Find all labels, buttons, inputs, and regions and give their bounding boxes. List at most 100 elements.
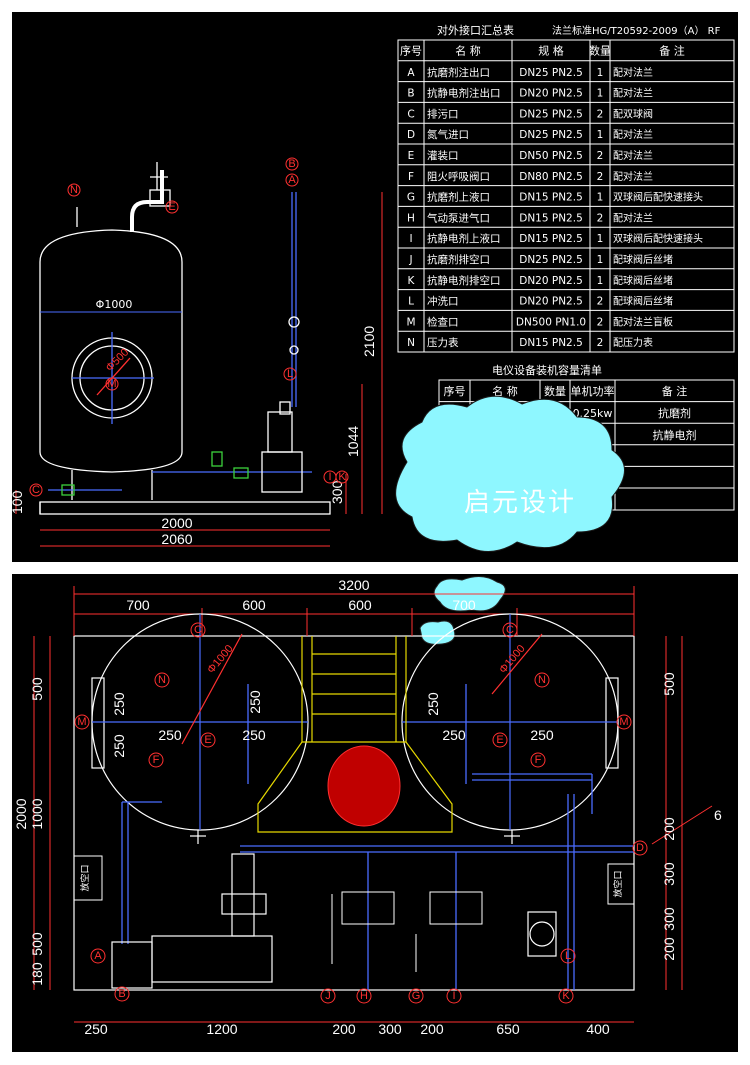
tank-diameter-right: Φ1000 [497,643,528,676]
port-marker [90,948,106,964]
interface-table-cell: 1 [597,129,604,141]
dim-bottom-segment: 200 [420,1021,444,1037]
watermark-text: 启元设计 [463,488,576,518]
dim-right-segment: 200 [661,817,677,841]
port-marker [165,200,179,214]
callout-leader [651,805,713,845]
elevation-drawing-panel: 对外接口汇总表 法兰标准HG/T20592-2009（A） RF 序号名 称规 … [12,12,738,562]
port-marker-label: I [328,471,331,483]
port-marker [558,988,574,1004]
dim-left-segment: 1000 [29,798,45,829]
port-marker-label: A [94,950,102,962]
callout-number: 6 [714,807,722,823]
equipment-table-cell: 抗静电剂 [653,428,697,442]
interface-table-cell: C [407,108,414,120]
dim-left-segment: 500 [29,677,45,701]
interface-table-cell: 排污口 [427,107,459,120]
interface-table-cell: 1 [597,233,604,245]
interface-table-cell: 抗磨剂上液口 [427,191,490,204]
port-marker [502,622,518,638]
port-marker [154,672,170,688]
port-marker [356,988,372,1004]
interface-table-cell: H [407,212,415,224]
port-marker [492,732,508,748]
interface-table-header: 名 称 [455,44,481,58]
port-marker-label: C [506,624,514,636]
interface-table-cell: 配压力表 [613,336,653,349]
interface-table-cell: DN20 PN2.5 [519,275,583,287]
interface-table-cell: E [408,150,415,162]
interface-table: 对外接口汇总表 法兰标准HG/T20592-2009（A） RF 序号名 称规 … [397,23,735,353]
dim-top-segment: 700 [126,597,150,613]
dim-inner: 250 [247,690,263,714]
interface-table-header: 规 格 [538,44,564,58]
interface-table-cell: DN15 PN2.5 [519,337,583,349]
dim-top-segment: 600 [242,597,266,613]
interface-table-header: 序号 [400,44,422,58]
port-marker-label: N [538,674,546,686]
interface-table-cell: A [407,67,415,79]
port-marker [67,183,81,197]
equipment-table-header: 单机功率 [571,384,615,398]
ladder-platform [257,636,453,833]
interface-table-cell: DN15 PN2.5 [519,212,583,224]
pump-motor-assembly [111,853,557,989]
checkered-plate [327,745,401,827]
vent-box-right-text: 放空口 [612,870,624,897]
port-marker [560,948,576,964]
interface-table-cell: 冲洗口 [427,295,459,308]
vent-box-left [73,855,103,901]
interface-table-cell: 2 [597,212,604,224]
port-marker [530,752,546,768]
port-marker-label: J [325,990,331,1002]
port-marker-label: F [535,754,542,766]
dim-inner: 250 [111,692,127,716]
interface-table-cell: DN25 PN2.5 [519,108,583,120]
interface-table-cell: DN25 PN2.5 [519,129,583,141]
interface-table-cell: 1 [597,275,604,287]
dim-right-segment: 300 [661,907,677,931]
interface-table-title: 对外接口汇总表 [437,23,514,37]
interface-table-cell: G [407,192,415,204]
equipment-table-title: 电仪设备装机容量清单 [492,363,602,377]
equipment-table-header: 序号 [444,384,466,398]
interface-table-cell: 配对法兰 [613,87,653,100]
interface-table-cell: 抗磨剂排空口 [427,253,490,266]
port-marker-label: K [338,471,346,483]
interface-table-cell: B [407,88,414,100]
port-marker [74,714,90,730]
interface-table-cell: DN20 PN2.5 [519,296,583,308]
dim-bottom-segment: 300 [378,1021,402,1037]
port-marker [320,988,336,1004]
dim-2060: 2060 [161,531,192,547]
interface-table-cell: 2 [597,171,604,183]
piping [121,684,634,990]
dim-300: 300 [329,480,345,504]
port-marker-label: I [452,990,455,1002]
interface-table-cell: 配球阀后丝堵 [613,253,673,266]
dim-top-segment: 600 [348,597,372,613]
interface-table-cell: DN50 PN2.5 [519,150,583,162]
dim-bottom-segment: 400 [586,1021,610,1037]
interface-table-cell: 配对法兰 [613,149,653,162]
port-marker-label: A [288,174,296,186]
port-marker-label: B [118,988,125,1000]
port-marker-label: M [619,716,628,728]
interface-table-cell: 配对法兰 [613,66,653,79]
port-marker [616,714,632,730]
interface-table-cell: DN15 PN2.5 [519,233,583,245]
interface-table-header: 数量 [589,45,611,58]
port-marker-label: D [636,842,644,854]
interface-table-cell: 阻火呼吸阀口 [427,170,490,183]
port-marker [29,483,43,497]
equipment-table-header: 数量 [544,385,566,398]
dim-1044: 1044 [345,426,361,457]
equipment-table-cell: 抗磨剂 [658,406,691,420]
dim-bottom-segment: 650 [496,1021,520,1037]
port-marker [632,840,648,856]
interface-table-cell: DN500 PN1.0 [516,316,586,328]
port-marker [534,672,550,688]
dim-bottom-segment: 1200 [206,1021,237,1037]
interface-table-cell: 双球阀后配快速接头 [613,191,703,204]
